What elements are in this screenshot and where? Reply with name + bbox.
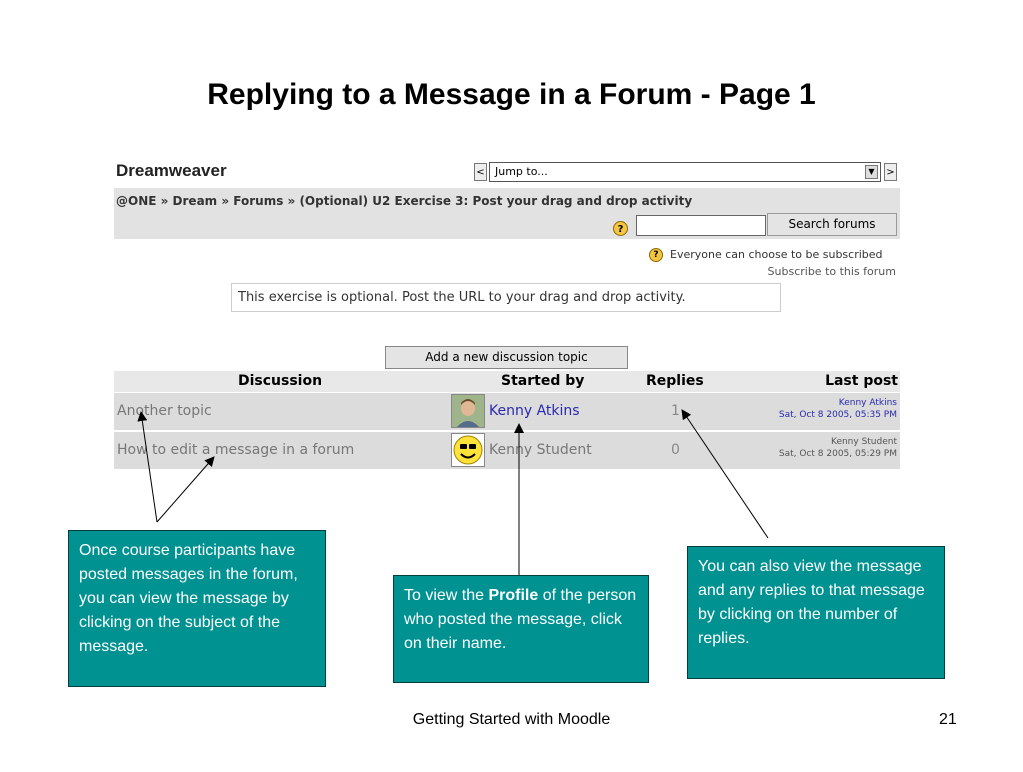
search-forums-button[interactable]: Search forums (767, 213, 897, 236)
discussion-subject-link[interactable]: How to edit a message in a forum (117, 442, 355, 458)
replies-count-link[interactable]: 0 (671, 442, 680, 458)
help-icon[interactable]: ? (649, 248, 663, 262)
slide-title: Replying to a Message in a Forum - Page … (207, 78, 816, 111)
avatar[interactable] (451, 433, 485, 467)
arrow-to-subject-2 (156, 456, 215, 523)
replies-count-link[interactable]: 1 (671, 403, 680, 419)
callout-profile: To view the Profile of the person who po… (393, 575, 649, 683)
footer-text: Getting Started with Moodle (412, 711, 611, 728)
add-discussion-topic-button[interactable]: Add a new discussion topic (385, 346, 628, 369)
jump-to-value: Jump to... (495, 165, 548, 178)
last-post-date[interactable]: Sat, Oct 8 2005, 05:29 PM (778, 449, 897, 459)
search-input[interactable] (636, 215, 766, 236)
jump-prev-button[interactable]: < (474, 163, 487, 181)
started-by-link[interactable]: Kenny Student (489, 442, 592, 458)
jump-next-button[interactable]: > (884, 163, 897, 181)
avatar[interactable] (451, 394, 485, 428)
header-last-post: Last post (825, 373, 898, 389)
breadcrumb[interactable]: @ONE » Dream » Forums » (Optional) U2 Ex… (116, 194, 693, 208)
last-post-date[interactable]: Sat, Oct 8 2005, 05:35 PM (778, 410, 897, 420)
last-post-author[interactable]: Kenny Atkins (838, 398, 897, 408)
header-discussion: Discussion (238, 373, 323, 389)
callout-replies: You can also view the message and any re… (687, 546, 945, 679)
table-row (114, 393, 900, 430)
help-icon[interactable]: ? (613, 221, 628, 236)
header-started-by: Started by (501, 373, 585, 389)
callout-subject: Once course participants have posted mes… (68, 530, 326, 687)
person-photo-icon (452, 395, 484, 427)
chevron-down-icon[interactable]: ▼ (865, 165, 878, 179)
callout-profile-post: of the person who posted the message, cl… (404, 587, 637, 652)
subscribe-link[interactable]: Subscribe to this forum (767, 265, 896, 278)
arrow-to-replies (681, 409, 769, 539)
page-number: 21 (939, 711, 957, 728)
callout-profile-pre: To view the (404, 587, 489, 604)
smiley-icon (453, 435, 483, 465)
started-by-link[interactable]: Kenny Atkins (489, 403, 580, 419)
arrow-to-subject-1 (137, 411, 158, 523)
subscription-info: Everyone can choose to be subscribed (670, 248, 883, 261)
jump-to-select[interactable]: Jump to... ▼ (489, 162, 881, 182)
course-name: Dreamweaver (116, 161, 227, 180)
forum-intro: This exercise is optional. Post the URL … (231, 283, 781, 312)
callout-profile-bold: Profile (488, 587, 539, 604)
table-header (114, 371, 900, 392)
header-replies: Replies (646, 373, 704, 389)
last-post-author[interactable]: Kenny Student (830, 437, 897, 447)
table-row (114, 432, 900, 469)
